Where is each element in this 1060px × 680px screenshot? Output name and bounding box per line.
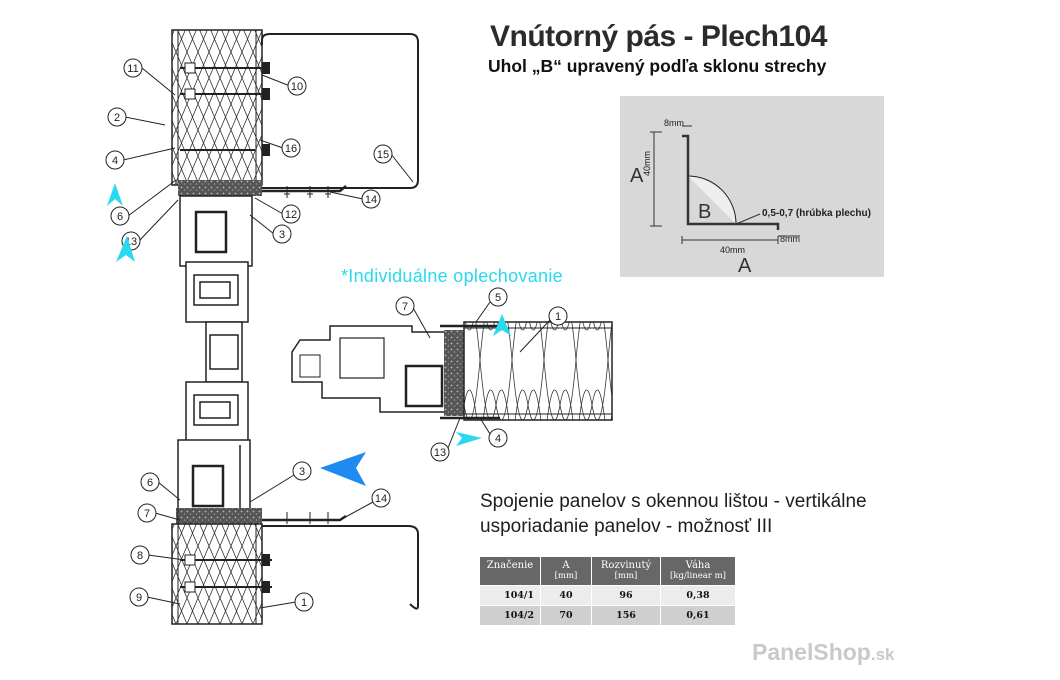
callout-12: 12 — [254, 197, 301, 224]
svg-text:2: 2 — [114, 112, 120, 124]
indicator-arrows — [107, 183, 511, 486]
svg-text:14: 14 — [365, 194, 377, 206]
svg-text:1: 1 — [555, 311, 561, 323]
profile-label-b: B — [698, 201, 711, 223]
table-row: 104/2 70 156 0,61 — [479, 605, 736, 626]
svg-text:3: 3 — [299, 466, 305, 478]
callout-1-right: 1 — [519, 306, 568, 353]
svg-text:15: 15 — [377, 149, 389, 161]
horizontal-section — [291, 321, 613, 421]
callout-6-top: 6 — [110, 179, 177, 226]
callout-1-bottom: 1 — [259, 592, 314, 612]
profile-label-a-side: A — [630, 165, 644, 187]
caption: Spojenie panelov s okennou lištou - vert… — [480, 489, 867, 539]
upper-sill-flashing — [262, 185, 347, 193]
callout-10: 10 — [261, 74, 307, 96]
lower-wall-panel — [171, 508, 272, 625]
profile-drawing: A A B 8mm 40mm 40mm 8mm 0,5-0,7 (hrúbka … — [620, 96, 884, 277]
caption-line-1: Spojenie panelov s okennou lištou - vert… — [480, 491, 867, 512]
callout-9: 9 — [129, 587, 181, 607]
callout-15: 15 — [373, 144, 414, 183]
svg-text:10: 10 — [291, 81, 303, 93]
callout-4-right: 4 — [479, 417, 508, 448]
svg-text:8: 8 — [137, 550, 143, 562]
caption-line-2: usporiadanie panelov - možnosť III — [480, 516, 773, 537]
individual-flashing-note: *Individuálne oplechovanie — [341, 266, 563, 286]
callout-3-top: 3 — [249, 214, 292, 244]
profile-dim-side: 40mm — [642, 151, 652, 176]
upper-wall-panel — [171, 29, 270, 196]
svg-text:14: 14 — [375, 493, 387, 505]
callout-8: 8 — [130, 545, 186, 565]
callout-2: 2 — [107, 107, 166, 127]
svg-text:11: 11 — [127, 63, 138, 75]
brand-name: PanelShop — [752, 639, 871, 665]
page-title: Vnútorný pás - Plech104 — [490, 20, 827, 53]
callout-5: 5 — [475, 287, 508, 323]
svg-text:4: 4 — [495, 433, 501, 445]
svg-text:16: 16 — [285, 143, 297, 155]
cyan-arrow-2 — [116, 236, 135, 262]
lower-sill-flashing — [262, 514, 347, 522]
profile-svg: A A B 8mm 40mm 40mm 8mm 0,5-0,7 (hrúbka … — [630, 118, 871, 277]
svg-text:1: 1 — [301, 597, 307, 609]
svg-text:12: 12 — [285, 209, 297, 221]
cyan-arrow-1 — [107, 183, 123, 206]
callout-13-top: 13 — [121, 199, 179, 251]
brand-logo: PanelShop.sk — [752, 639, 895, 666]
profile-label-a-bottom: A — [738, 255, 752, 277]
svg-text:9: 9 — [136, 592, 142, 604]
callout-14-bottom: 14 — [339, 488, 391, 521]
callout-7-bottom: 7 — [137, 503, 181, 523]
blue-arrow — [320, 452, 366, 486]
spec-table-header: Značenie A[mm] Rozvinutý[mm] Váha[kg/lin… — [479, 556, 736, 586]
profile-dim-top: 8mm — [664, 118, 684, 128]
svg-text:4: 4 — [112, 155, 118, 167]
window-frame-vertical — [177, 195, 253, 511]
spec-table: Značenie A[mm] Rozvinutý[mm] Váha[kg/lin… — [479, 556, 736, 626]
header-weight: Váha[kg/linear m] — [660, 556, 736, 586]
table-row: 104/1 40 96 0,38 — [479, 585, 736, 606]
page-subtitle: Uhol „B“ upravený podľa sklonu strechy — [488, 56, 827, 76]
callout-14-top: 14 — [329, 189, 381, 209]
cyan-arrow-3 — [493, 314, 511, 336]
cyan-arrow-4 — [456, 432, 482, 446]
svg-text:3: 3 — [279, 229, 285, 241]
svg-text:7: 7 — [144, 508, 150, 520]
lower-window-board — [262, 525, 419, 610]
callout-16: 16 — [259, 138, 301, 158]
profile-dim-lip: 8mm — [780, 234, 800, 244]
callout-13-right: 13 — [430, 417, 461, 462]
callout-4-top: 4 — [105, 147, 176, 170]
header-developed: Rozvinutý[mm] — [591, 556, 661, 586]
svg-text:13: 13 — [434, 447, 446, 459]
svg-text:6: 6 — [117, 211, 123, 223]
svg-text:7: 7 — [402, 301, 408, 313]
brand-tld: .sk — [870, 645, 895, 664]
profile-dim-bottom: 40mm — [720, 245, 745, 255]
header-a: A[mm] — [540, 556, 592, 586]
profile-thickness: 0,5-0,7 (hrúbka plechu) — [762, 208, 871, 219]
callout-6-bottom: 6 — [140, 472, 181, 501]
header-marking: Značenie — [479, 556, 541, 586]
svg-text:6: 6 — [147, 477, 153, 489]
callout-11: 11 — [123, 58, 176, 96]
upper-window-board — [261, 33, 419, 189]
svg-text:5: 5 — [495, 292, 501, 304]
callouts: 11 10 2 16 15 4 6 14 13 12 3 7 5 1 4 13 … — [105, 58, 568, 612]
callout-3-bottom: 3 — [249, 461, 312, 503]
callout-7-right: 7 — [395, 296, 431, 339]
